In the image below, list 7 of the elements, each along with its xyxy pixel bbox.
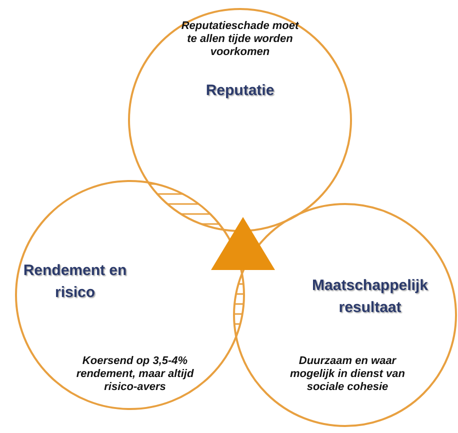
circle-heading: Maatschappelijk resultaat [311, 276, 429, 318]
circle-description: Koersend op 3,5-4% rendement, maar altijd risico-avers [75, 355, 195, 394]
center-triangle [211, 217, 275, 270]
circle-heading: Rendement en risico [22, 261, 128, 303]
circle-description: Reputatieschade moet te allen tijde worden voorkomen [180, 20, 300, 59]
circle-heading: Reputatie [204, 81, 276, 101]
circle-description: Duurzaam en waar mogelijk in dienst van sociale cohesie [289, 355, 406, 394]
